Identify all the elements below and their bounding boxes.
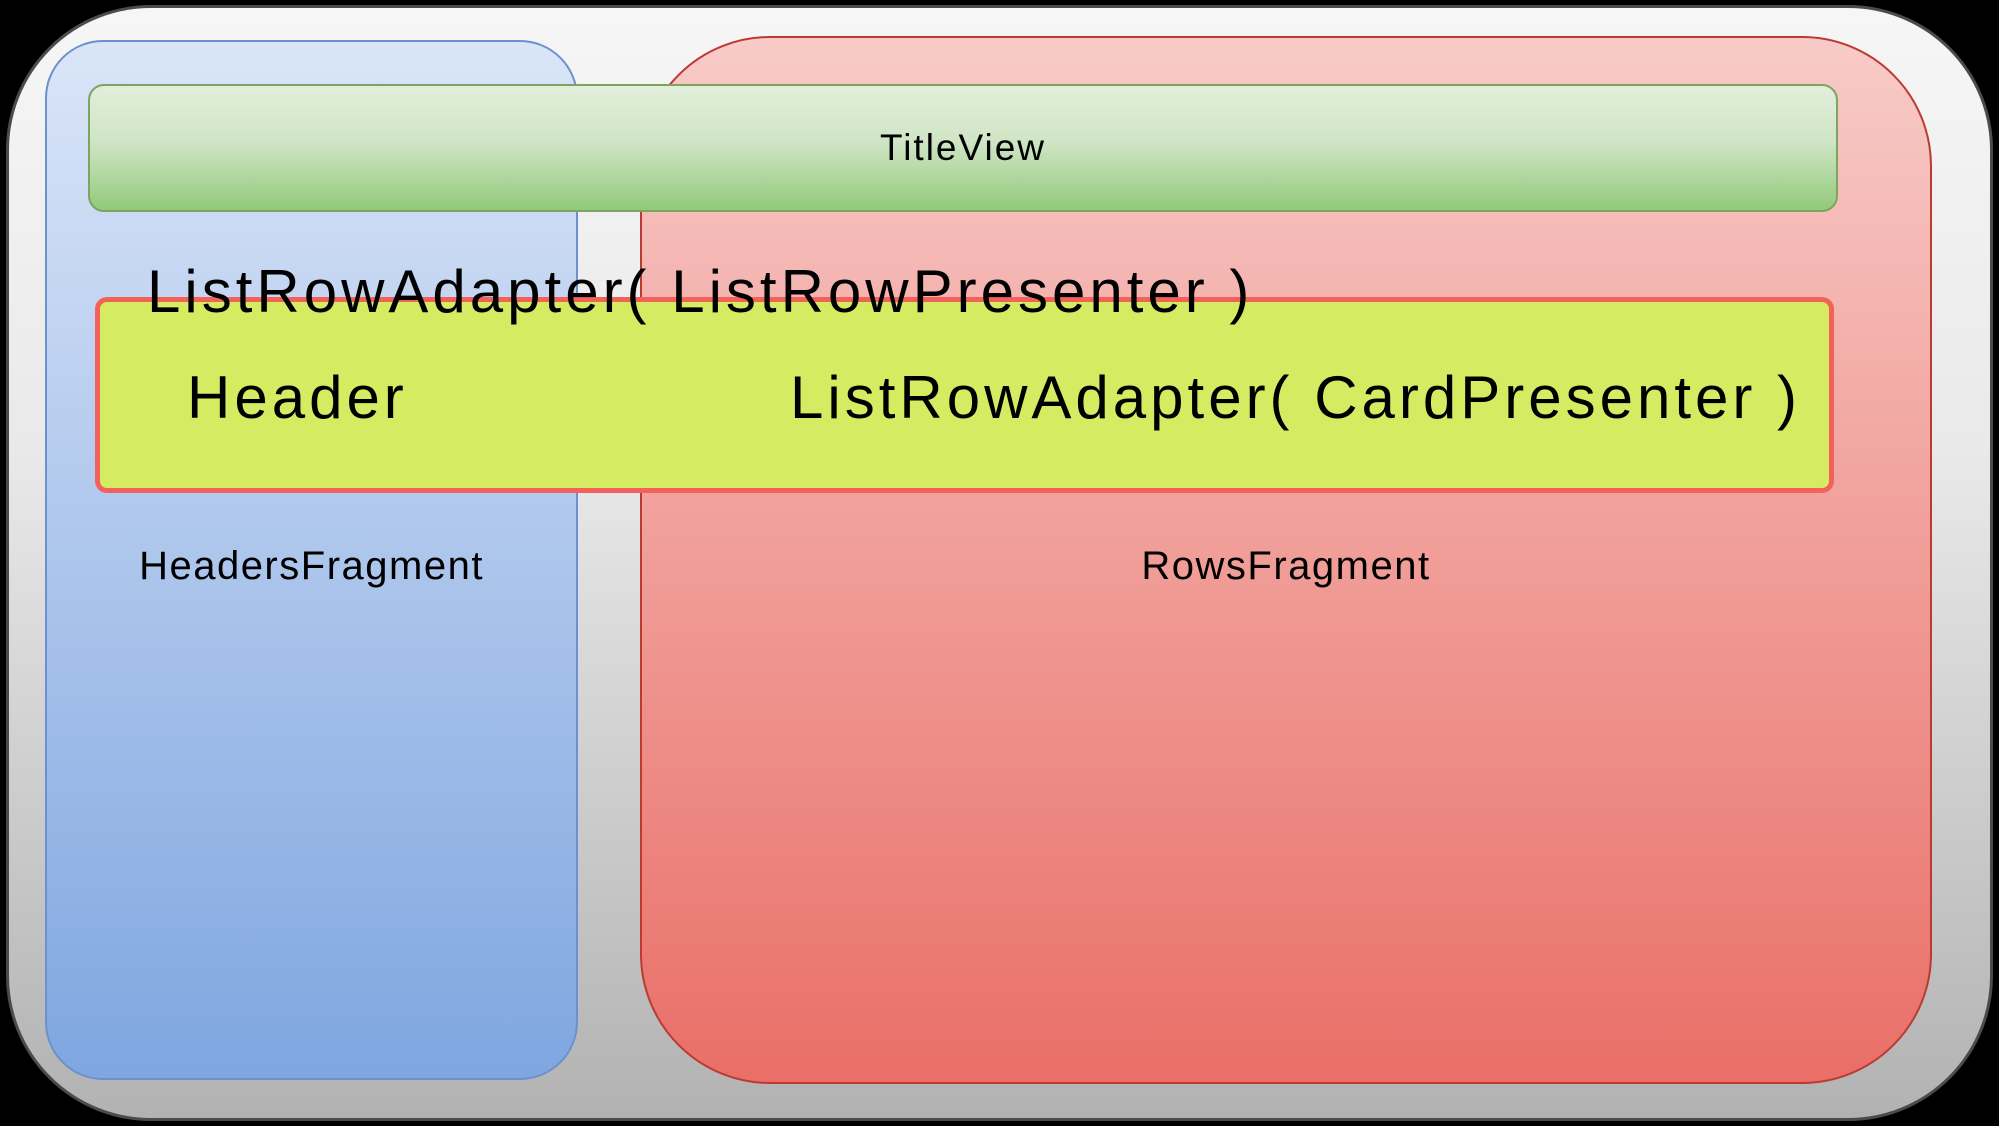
headers-fragment-label: HeadersFragment bbox=[139, 544, 484, 588]
title-view-bar: TitleView bbox=[88, 84, 1838, 212]
title-view-label: TitleView bbox=[879, 127, 1047, 168]
list-row-adapter-card-label: ListRowAdapter( CardPresenter ) bbox=[790, 364, 1802, 431]
rows-fragment-label: RowsFragment bbox=[1141, 544, 1431, 588]
list-row-adapter-presenter-label: ListRowAdapter( ListRowPresenter ) bbox=[147, 258, 1254, 325]
adapter-overlay-box bbox=[95, 297, 1834, 493]
header-label: Header bbox=[187, 364, 408, 431]
headers-fragment-box bbox=[45, 40, 578, 1080]
